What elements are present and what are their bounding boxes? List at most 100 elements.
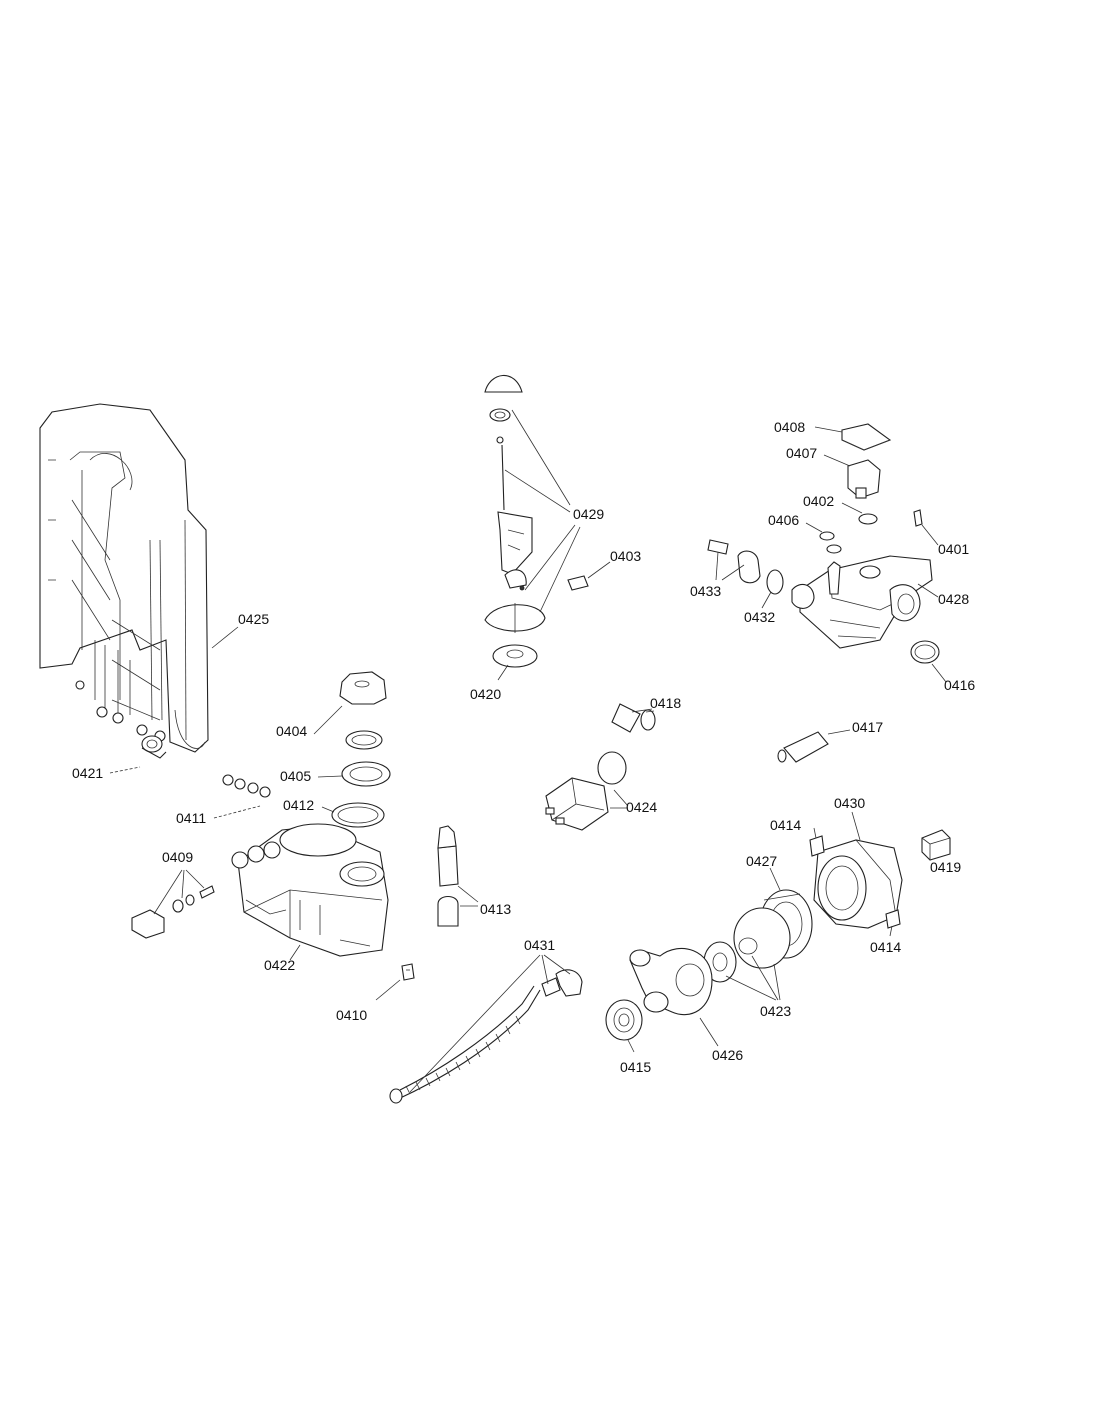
leader-0404: [313, 705, 343, 735]
leader-0417: [827, 729, 851, 735]
label-0409: 0409: [162, 849, 193, 865]
part-0412-gasket: [331, 802, 385, 828]
part-0408-cover: [841, 423, 892, 451]
part-0410-clip: [401, 963, 415, 981]
label-0403: 0403: [610, 548, 641, 564]
leader-0432: [761, 591, 772, 609]
label-0408: 0408: [774, 419, 805, 435]
label-0410: 0410: [336, 1007, 367, 1023]
leader-0414a: [813, 827, 817, 839]
label-0414-bottom: 0414: [870, 939, 901, 955]
label-0407: 0407: [786, 445, 817, 461]
leader-0421: [109, 766, 141, 774]
part-0403-small-clip: [567, 575, 589, 591]
part-0418-bushings: [611, 703, 656, 733]
part-0425-duct-assembly: [39, 403, 209, 753]
part-0429-float-assembly: [484, 374, 546, 633]
leader-0409-b: [181, 869, 185, 899]
leader-0429-d: [539, 526, 581, 613]
label-0401: 0401: [938, 541, 969, 557]
leader-0431-c: [543, 954, 571, 975]
leader-0409-a: [153, 869, 183, 915]
part-0406-o-rings: [819, 531, 842, 554]
part-0430-motor-housing: [813, 839, 903, 929]
label-0412: 0412: [283, 797, 314, 813]
leader-0433-a: [715, 551, 719, 581]
part-0420-disc: [492, 644, 538, 668]
leader-0429-a: [511, 409, 571, 506]
label-0415: 0415: [620, 1059, 651, 1075]
label-0414-top: 0414: [770, 817, 801, 833]
part-0414-clip-bottom: [885, 909, 901, 929]
label-0421: 0421: [72, 765, 103, 781]
label-0431: 0431: [524, 937, 555, 953]
label-0433: 0433: [690, 583, 721, 599]
leader-0431-a: [409, 954, 541, 1093]
leader-0418-a: [631, 708, 653, 713]
label-0405: 0405: [280, 768, 311, 784]
leader-0414b: [889, 925, 893, 937]
part-0411-o-rings: [222, 774, 271, 798]
label-0402: 0402: [803, 493, 834, 509]
part-0414-clip-top: [809, 835, 825, 857]
label-0429: 0429: [573, 506, 604, 522]
leader-0431-b: [541, 954, 549, 985]
label-0413: 0413: [480, 901, 511, 917]
part-0419-capacitor: [921, 829, 951, 861]
label-0424: 0424: [626, 799, 657, 815]
leader-0403: [587, 561, 611, 579]
label-0427: 0427: [746, 853, 777, 869]
part-0409-valve: [131, 885, 215, 939]
leader-0420: [497, 664, 509, 681]
part-0407-coil: [847, 459, 881, 499]
label-0423: 0423: [760, 1003, 791, 1019]
leader-0401: [921, 524, 939, 546]
part-0426-pump-body: [629, 947, 713, 1016]
leader-0427: [769, 867, 781, 891]
leader-0423-a: [725, 975, 777, 1001]
part-0401-clip: [913, 509, 923, 527]
leader-0424-a: [613, 789, 629, 807]
label-0406: 0406: [768, 512, 799, 528]
part-0423-impeller-and-seals: [703, 907, 791, 983]
leader-0429-c: [524, 524, 576, 591]
label-0426: 0426: [712, 1047, 743, 1063]
leader-0415: [627, 1039, 635, 1053]
leader-0411: [213, 805, 261, 819]
label-0432: 0432: [744, 609, 775, 625]
leader-0416: [931, 663, 947, 683]
part-0415-seal-ring: [605, 999, 643, 1041]
part-0421-clamp: [141, 735, 167, 759]
leader-0418-b: [645, 710, 655, 713]
leader-0413-a: [457, 885, 479, 903]
label-0420: 0420: [470, 686, 501, 702]
leader-0423-c: [773, 963, 781, 1001]
label-0411: 0411: [176, 810, 206, 826]
leader-0426: [699, 1017, 719, 1047]
part-0422-softener-housing: [231, 823, 389, 957]
leader-0409-c: [185, 869, 205, 889]
leader-0429-b: [504, 469, 571, 513]
part-0413-pin-and-cap: [437, 825, 459, 927]
leader-0412: [321, 806, 335, 813]
part-0417-sensor-cartridge: [777, 731, 829, 763]
label-0419: 0419: [930, 859, 961, 875]
part-0431-drain-hose: [389, 969, 583, 1104]
leader-0428: [917, 583, 939, 598]
part-0402-o-ring: [858, 513, 878, 525]
label-0428: 0428: [938, 591, 969, 607]
part-0405-ring-seal: [341, 730, 391, 787]
part-0404-cap: [339, 671, 387, 705]
part-0433-sensor: [707, 539, 761, 584]
leader-0425: [211, 626, 239, 649]
leader-0422: [289, 944, 301, 961]
leader-0405: [317, 775, 343, 778]
label-0417: 0417: [852, 719, 883, 735]
leader-0423-b: [751, 955, 779, 1001]
leader-0406: [805, 522, 823, 533]
part-0416-hose-clamp: [910, 640, 940, 664]
part-0428-valve-body: [791, 555, 933, 649]
part-0424-heater-switch: [545, 751, 627, 831]
